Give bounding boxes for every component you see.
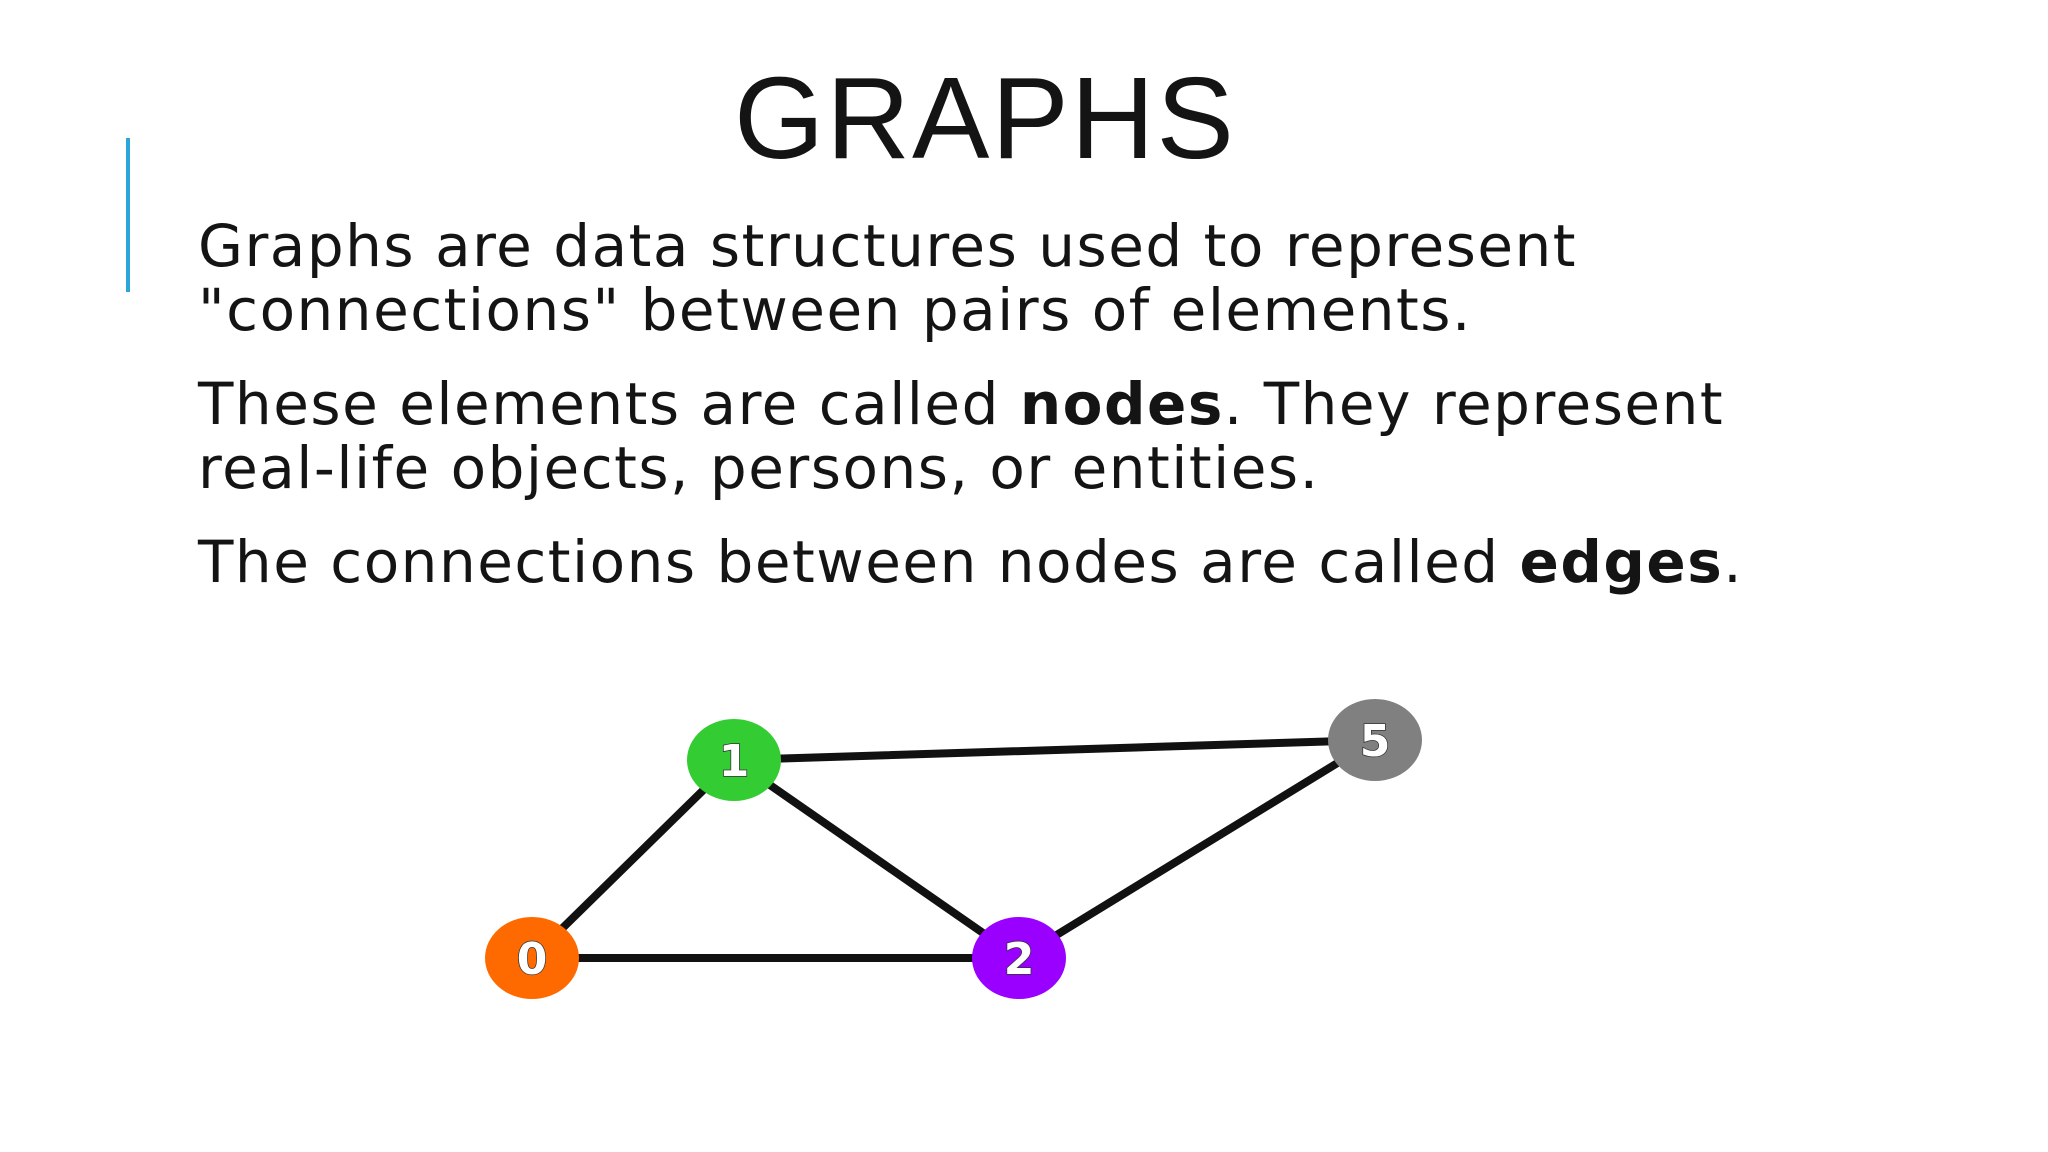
node-1-label: 1 [719,736,750,787]
node-5-circle [1328,699,1422,781]
slide-body: Graphs are data structures used to repre… [198,214,1858,624]
paragraph-edges: The connections between nodes are called… [198,530,1858,594]
node-2-circle [972,917,1066,999]
node-0: 0 [485,917,579,999]
node-0-label: 0 [517,934,548,985]
node-0-circle [485,917,579,999]
slide-title: GRAPHS [734,53,1236,183]
paragraph-edges-text-start: The connections between nodes are called [198,528,1520,596]
paragraph-nodes: These elements are called nodes. They re… [198,372,1858,500]
slide-accent-bar [126,138,130,292]
paragraph-definition: Graphs are data structures used to repre… [198,212,1578,344]
graph-edges [528,736,1379,962]
node-5-label: 5 [1360,716,1391,767]
node-1: 1 [687,719,781,801]
graph-nodes: 0 1 2 5 [485,699,1422,999]
term-edges: edges [1519,528,1724,596]
paragraph-edges-text-end: . [1723,528,1744,596]
node-1-circle [687,719,781,801]
paragraph-nodes-text-end: . They represent real-life objects, pers… [198,370,1725,502]
edge-0-1 [528,756,738,962]
term-nodes: nodes [1019,370,1224,438]
edge-2-5 [1015,736,1379,962]
node-2-label: 2 [1004,934,1035,985]
node-2: 2 [972,917,1066,999]
edge-1-5 [730,736,1379,764]
edge-1-2 [730,756,1023,962]
node-5: 5 [1328,699,1422,781]
paragraph-nodes-text-start: These elements are called [198,370,1020,438]
